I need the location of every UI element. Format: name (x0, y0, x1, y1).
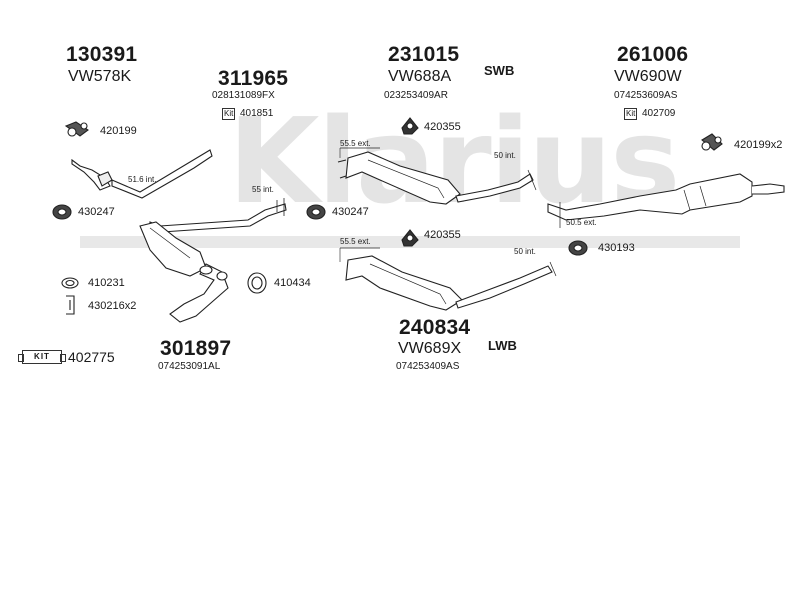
rear-silencer-261006 (547, 173, 753, 221)
ring-430193-icon (568, 240, 588, 256)
kit-label-311965: Kit (222, 108, 236, 120)
ring-430247b-icon (306, 204, 326, 220)
fitting-410434: 410434 (274, 277, 311, 289)
mount-420355a-icon (401, 117, 419, 135)
fitting-420199: 420199 (100, 125, 137, 137)
part-sub-023253409ar: 023253409AR (384, 90, 448, 101)
kit-main-number: 402775 (68, 349, 115, 365)
variant-lwb: LWB (488, 338, 517, 353)
part-code-vw689x: VW689X (398, 340, 462, 357)
part-number-130391: 130391 (66, 43, 138, 66)
fitting-420199x2: 420199x2 (734, 139, 783, 151)
fitting-430247-b: 430247 (332, 206, 369, 218)
part-number-240834: 240834 (399, 316, 471, 339)
dim-55-5-ext-b: 55.5 ext. (340, 237, 371, 246)
dim-50-int-a: 50 int. (494, 151, 516, 160)
fitting-430193: 430193 (598, 242, 635, 254)
part-number-301897: 301897 (160, 337, 232, 360)
part-code-vw578k: VW578K (68, 68, 132, 85)
part-number-261006: 261006 (617, 43, 689, 66)
variant-swb: SWB (484, 63, 515, 78)
part-code-028131089fx: 028131089FX (212, 90, 275, 101)
part-sub-074253409as: 074253409AS (396, 361, 460, 372)
hanger-420199x2-icon (701, 133, 723, 151)
hanger-420199-icon (64, 121, 89, 137)
intermediate-pipe-311965 (111, 149, 213, 199)
pipe-section-lower (149, 203, 287, 233)
part-sub-074253091al: 074253091AL (158, 361, 221, 372)
part-number-231015: 231015 (388, 43, 460, 66)
fitting-430216x2: 430216x2 (88, 300, 137, 312)
fitting-430247-a: 430247 (78, 206, 115, 218)
dim-50-5-ext: 50.5 ext. (566, 218, 597, 227)
kit-main-label: KIT (18, 350, 66, 364)
part-code-vw688a: VW688A (388, 68, 452, 85)
dim-55-5-ext-a: 55.5 ext. (340, 139, 371, 148)
kit-number-402709: 402709 (642, 108, 676, 119)
kit-label-261006: Kit (624, 108, 638, 120)
gasket-410231-icon (61, 277, 79, 289)
catalyst-downpipe (169, 263, 229, 323)
ring-430247a-icon (52, 204, 72, 220)
fitting-410231: 410231 (88, 277, 125, 289)
fitting-420355-a: 420355 (424, 121, 461, 133)
mount-420355b-icon (401, 229, 419, 247)
gasket-410434-icon (247, 272, 267, 294)
dim-50-int-b: 50 int. (514, 247, 536, 256)
dim-55-int: 55 int. (252, 185, 274, 194)
clamp-430216-icon (66, 295, 75, 315)
part-sub-074253609as: 074253609AS (614, 90, 678, 101)
dim-51-6-int: 51.6 int. (128, 175, 157, 184)
part-code-vw690w: VW690W (614, 68, 682, 85)
kit-number-401851: 401851 (240, 108, 274, 119)
silencer-240834 (345, 255, 463, 311)
part-number-311965: 311965 (218, 67, 289, 90)
silencer-231015 (345, 151, 461, 205)
fitting-420355-b: 420355 (424, 229, 461, 241)
